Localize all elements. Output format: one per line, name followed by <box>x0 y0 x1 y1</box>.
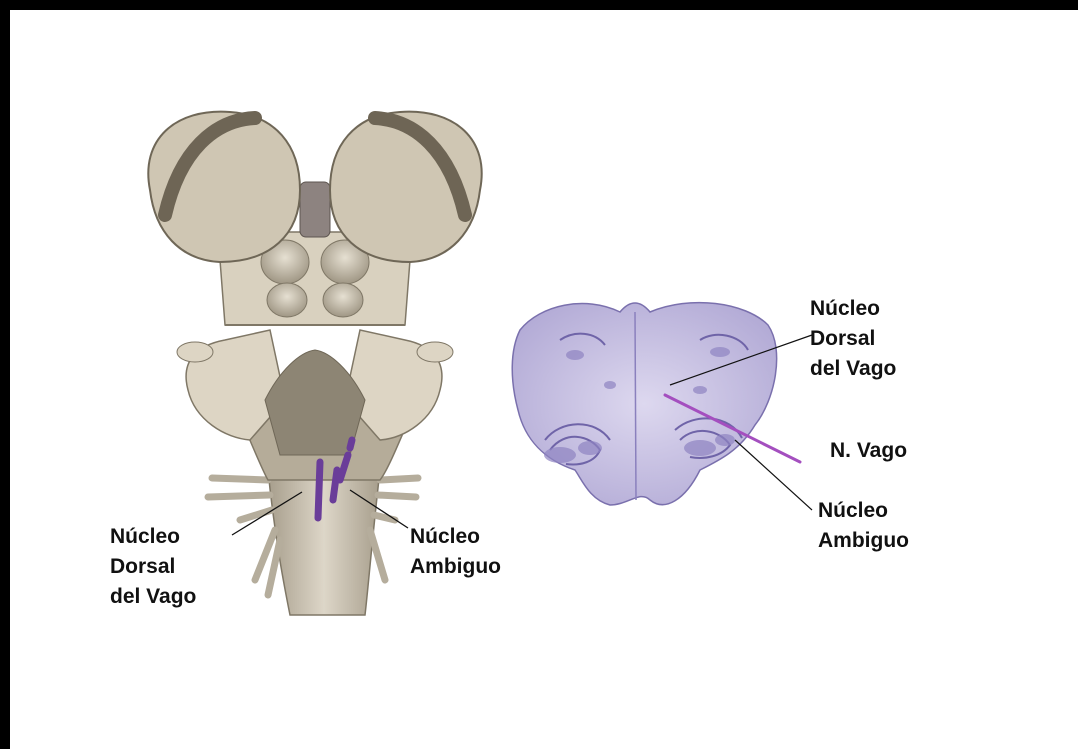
colliculus-lr <box>323 283 363 317</box>
colliculus-ll <box>267 283 307 317</box>
label-nucleo-dorsal-left: Núcleo Dorsal del Vago <box>110 522 196 612</box>
right-nerve-stub <box>417 342 453 362</box>
label-nucleo-dorsal-right: Núcleo Dorsal del Vago <box>810 294 896 384</box>
medulla-section <box>512 303 812 510</box>
nerve-roots-left <box>208 478 280 595</box>
third-ventricle <box>300 182 330 237</box>
label-n-vago: N. Vago <box>830 436 907 466</box>
label-nucleo-ambiguo-left: Núcleo Ambiguo <box>410 522 501 582</box>
section-outline <box>512 303 776 505</box>
midline <box>635 312 636 500</box>
left-nerve-stub <box>177 342 213 362</box>
spinal-cord <box>268 470 380 615</box>
label-nucleo-ambiguo-right: Núcleo Ambiguo <box>818 496 909 556</box>
